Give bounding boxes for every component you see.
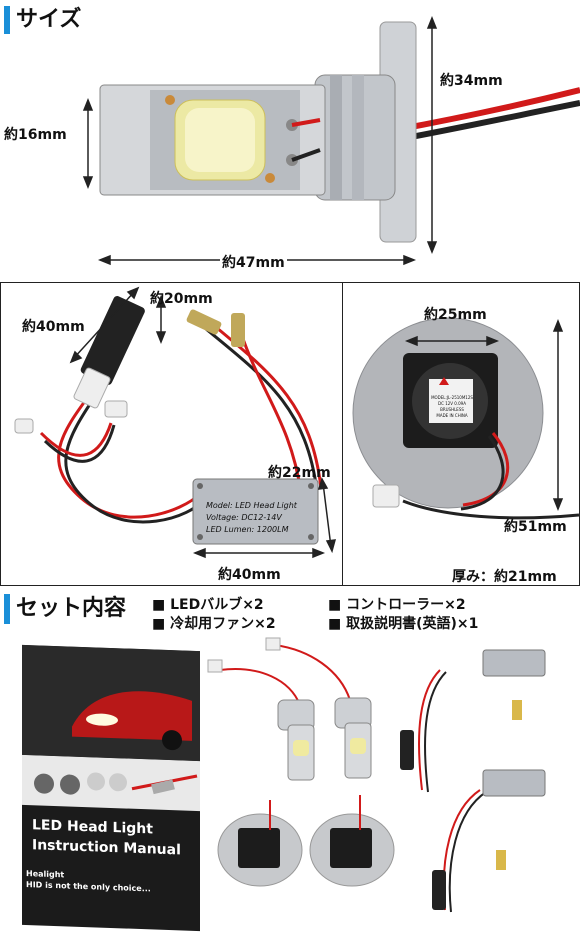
set-item-manual: ■ 取扱説明書(英語)×1 (328, 616, 479, 632)
box-voltage-text: Voltage: DC12-14V (206, 513, 282, 522)
manual-title-1: LED Head Light (32, 817, 153, 838)
fan-thickness-label: 厚み：約21mm (452, 569, 557, 585)
ctrl-dim-length-label: 約40mm (22, 319, 85, 335)
box-lumen-text: LED Lumen: 1200LM (206, 525, 289, 534)
fan-illustration (352, 317, 579, 520)
set-products-illustration (207, 637, 546, 913)
fan-dc-text: DC 12V 0.09A (438, 401, 466, 406)
led-bulb-illustration (82, 15, 580, 266)
controller-box-label: Model: LED Head Light Voltage: DC12-14V … (206, 500, 297, 536)
ctrl-dim-box-width-label: 約40mm (218, 567, 281, 583)
fan-dim-plate-label: 約51mm (504, 519, 567, 535)
manual-title-2: Instruction Manual (32, 837, 181, 859)
set-accent-bar (4, 594, 10, 624)
fan-sticker-text: MODEL:JL-2510M12S DC 12V 0.09A BRUSHLESS… (429, 395, 475, 419)
fan-made-text: MADE IN CHINA (436, 413, 468, 418)
set-item-controller: ■ コントローラー×2 (328, 597, 466, 613)
fan-type-text: BRUSHLESS (440, 407, 464, 412)
ctrl-dim-box-height-label: 約22mm (268, 465, 331, 481)
size-section-title: サイズ (16, 7, 82, 32)
dim-height-label: 約34mm (440, 73, 503, 89)
manual-product-strip (22, 754, 200, 812)
controller-illustration (14, 286, 337, 559)
dim-length-label: 約47mm (220, 252, 287, 272)
set-section-title: セット内容 (16, 596, 127, 621)
dim-width-small-label: 約16mm (4, 127, 67, 143)
ctrl-dim-width-label: 約20mm (150, 291, 213, 307)
instruction-manual: LED Head Light Instruction Manual Healig… (22, 644, 200, 932)
box-model-text: Model: LED Head Light (206, 501, 297, 510)
fan-model-text: MODEL:JL-2510M12S (431, 395, 473, 400)
set-item-led: ■ LEDバルブ×2 (152, 597, 264, 613)
fan-dim-fan-label: 約25mm (424, 307, 487, 323)
section-accent-bar (4, 6, 10, 34)
set-item-fan: ■ 冷却用ファン×2 (152, 616, 276, 632)
manual-car-image (22, 644, 200, 762)
